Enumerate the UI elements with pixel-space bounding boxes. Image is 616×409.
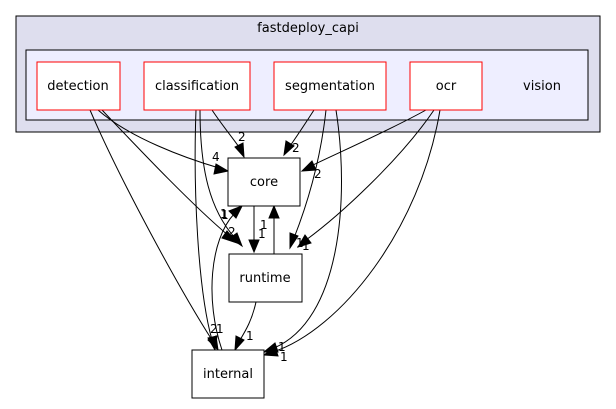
node-internal-label: internal	[203, 367, 253, 382]
node-classification-label: classification	[155, 79, 239, 94]
edge-runtime-to-internal[interactable]: 1	[234, 301, 257, 352]
edge-core-to-runtime[interactable]: 1	[248, 206, 266, 254]
node-detection-label: detection	[47, 79, 108, 94]
edges-layer: 4 2 2 2 1 1	[89, 109, 441, 364]
node-detection[interactable]: detection	[36, 61, 121, 111]
edge-internal-to-core[interactable]: 1	[211, 205, 244, 351]
edge-ocr-to-runtime[interactable]: 1	[296, 109, 435, 253]
edge-label-core-runtime: 1	[258, 227, 266, 241]
edge-label-ocr-runtime: 1	[302, 239, 310, 253]
edge-detection-to-core[interactable]: 4	[97, 109, 230, 175]
edge-segmentation-to-core[interactable]: 2	[283, 109, 315, 157]
edge-label-detection-internal: 2	[210, 322, 218, 336]
edge-label-segmentation-core: 2	[292, 141, 300, 155]
node-internal-box	[191, 349, 265, 399]
edge-detection-to-internal[interactable]: 2	[89, 109, 219, 352]
node-runtime-box	[228, 253, 303, 303]
edge-classification-to-runtime[interactable]: 1	[199, 109, 244, 248]
edge-label-ocr-internal: 1	[280, 350, 288, 364]
cluster-vision-label: vision	[523, 79, 561, 94]
node-ocr-box	[409, 61, 483, 111]
node-runtime[interactable]: runtime	[228, 253, 303, 303]
node-classification[interactable]: classification	[143, 61, 251, 111]
edge-ocr-to-internal[interactable]: 1	[262, 109, 441, 364]
node-ocr[interactable]: ocr	[409, 61, 483, 111]
edge-label-classification-internal: 1	[216, 322, 224, 336]
node-core[interactable]: core	[227, 157, 301, 207]
edge-label-detection-core: 4	[212, 150, 220, 164]
edge-label-ocr-core: 2	[314, 167, 322, 181]
node-segmentation-box	[273, 61, 387, 111]
edge-classification-to-core[interactable]: 2	[211, 109, 246, 159]
edge-label-runtime-internal: 1	[246, 329, 254, 343]
node-core-box	[227, 157, 301, 207]
edge-label-internal-core: 1	[220, 207, 228, 221]
node-core-label: core	[250, 175, 278, 190]
edge-label-detection-runtime: 2	[228, 225, 236, 239]
node-ocr-label: ocr	[436, 79, 457, 94]
edge-label-classification-runtime: 1	[221, 208, 229, 222]
cluster-fastdeploy-capi-label: fastdeploy_capi	[257, 21, 359, 36]
node-runtime-label: runtime	[239, 271, 290, 286]
node-segmentation[interactable]: segmentation	[273, 61, 387, 111]
edge-runtime-to-core[interactable]: 1	[260, 204, 280, 254]
edge-classification-to-internal[interactable]: 1	[194, 109, 224, 352]
edge-ocr-to-core[interactable]: 2	[300, 109, 427, 181]
edge-label-classification-core: 2	[238, 130, 246, 144]
node-segmentation-label: segmentation	[285, 79, 375, 94]
node-internal[interactable]: internal	[191, 349, 265, 399]
edge-label-runtime-core: 1	[260, 218, 268, 232]
edge-label-segmentation-internal: 1	[278, 340, 286, 354]
node-detection-box	[36, 61, 121, 111]
node-classification-box	[143, 61, 251, 111]
